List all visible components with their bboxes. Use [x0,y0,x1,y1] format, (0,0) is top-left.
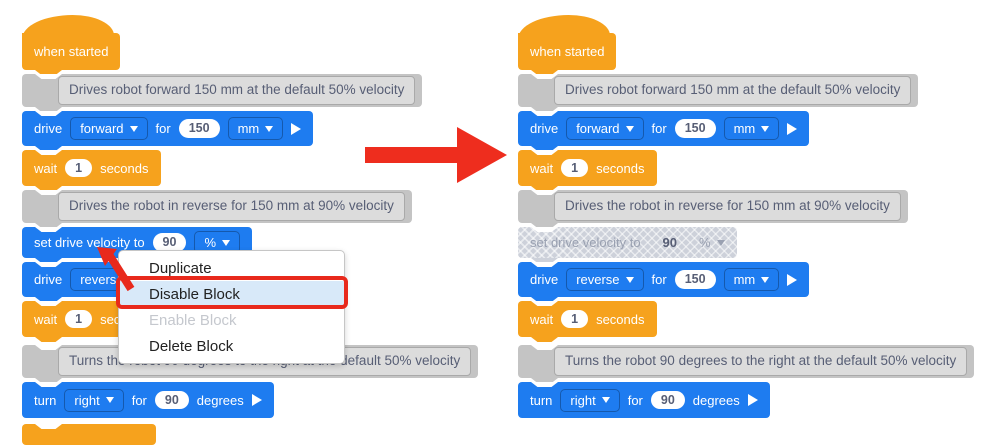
velocity-unit-dropdown: % [699,235,725,250]
drive-forward-block[interactable]: drive forward for 150 mm [518,111,810,146]
play-icon [787,273,798,286]
chevron-down-icon [716,239,725,246]
direction-value: reverse [576,272,620,287]
comment-text[interactable]: Drives the robot in reverse for 150 mm a… [554,192,901,221]
seconds-label: seconds [596,311,645,327]
comment-text[interactable]: Drives robot forward 150 mm at the defau… [554,76,912,105]
distance-input[interactable]: 150 [178,119,220,138]
for-label: for [651,272,667,287]
wait-time-input[interactable]: 1 [65,309,93,329]
chevron-down-icon [105,397,114,403]
for-label: for [131,392,147,408]
turn-label: turn [530,392,553,408]
transition-arrow-icon [365,127,507,183]
turn-direction-dropdown[interactable]: right [64,388,124,412]
clipped-block-edge [22,424,156,445]
drive-reverse-block[interactable]: drive reverse for 150 mm [518,262,810,297]
when-started-block[interactable]: when started [518,33,617,70]
turn-label: turn [34,392,57,408]
wait-time-input[interactable]: 1 [561,309,589,329]
degrees-label: degrees [692,392,740,408]
velocity-value: 90 [662,235,678,250]
play-icon [251,394,262,406]
velocity-input[interactable]: 90 [152,233,187,252]
wait-block[interactable]: wait 1 seconds [22,150,161,186]
wait-block[interactable]: wait 1 seconds [518,301,657,337]
percent-label: % [204,235,217,250]
seconds-label: seconds [596,160,645,176]
chevron-down-icon [625,125,634,132]
chevron-down-icon [601,397,610,403]
wait-label: wait [34,311,58,327]
play-icon [291,122,302,135]
set-velocity-block-disabled[interactable]: set drive velocity to 90 % [518,227,737,258]
distance-input[interactable]: 150 [674,119,716,138]
chevron-down-icon [761,276,770,283]
chevron-down-icon [761,125,770,132]
turn-block[interactable]: turn right for 90 degrees [518,382,770,418]
play-icon [747,394,758,406]
unit-dropdown[interactable]: mm [227,117,284,140]
chevron-down-icon [129,125,138,132]
comment-block[interactable]: Turns the robot 90 degrees to the right … [518,345,975,378]
comment-block[interactable]: Drives robot forward 150 mm at the defau… [518,74,919,107]
direction-value: right [74,392,100,408]
menu-item-duplicate[interactable]: Duplicate [149,259,212,277]
wait-block[interactable]: wait 1 seconds [518,150,657,186]
chevron-down-icon [625,276,634,283]
wait-label: wait [34,160,58,176]
unit-value: mm [237,121,260,136]
annotation-highlight-box [116,276,348,309]
direction-value: right [570,392,596,408]
degrees-label: degrees [196,392,244,408]
comment-text[interactable]: Drives robot forward 150 mm at the defau… [58,76,416,105]
drive-label: drive [34,272,63,287]
direction-value: forward [576,121,620,136]
drive-label: drive [530,121,559,136]
seconds-label: seconds [100,160,149,176]
for-label: for [155,121,171,136]
for-label: for [651,121,667,136]
direction-dropdown[interactable]: forward [70,117,148,140]
turn-block[interactable]: turn right for 90 degrees [22,382,274,418]
unit-dropdown[interactable]: mm [723,268,780,291]
chevron-down-icon [222,239,231,246]
menu-item-delete-block[interactable]: Delete Block [149,337,234,355]
drive-label: drive [530,272,559,287]
direction-value: forward [80,121,124,136]
direction-dropdown[interactable]: reverse [566,268,644,291]
when-started-label: when started [34,44,109,59]
unit-dropdown[interactable]: mm [723,117,780,140]
wait-label: wait [530,160,554,176]
play-icon [787,122,798,135]
wait-time-input[interactable]: 1 [561,158,589,178]
comment-block[interactable]: Drives the robot in reverse for 150 mm a… [518,190,908,223]
drive-label: drive [34,121,63,136]
comment-block[interactable]: Drives robot forward 150 mm at the defau… [22,74,423,107]
comment-block[interactable]: Drives the robot in reverse for 150 mm a… [22,190,412,223]
set-velocity-label: set drive velocity to [34,235,145,250]
when-started-label: when started [530,44,605,59]
comment-text[interactable]: Drives the robot in reverse for 150 mm a… [58,192,405,221]
set-velocity-label: set drive velocity to [530,235,641,250]
direction-dropdown[interactable]: forward [566,117,644,140]
unit-value: mm [733,121,756,136]
menu-item-enable-block: Enable Block [149,311,237,329]
drive-forward-block[interactable]: drive forward for 150 mm [22,111,314,146]
angle-input[interactable]: 90 [650,390,685,410]
wait-time-input[interactable]: 1 [65,158,93,178]
distance-input[interactable]: 150 [674,270,716,289]
chevron-down-icon [265,125,274,132]
wait-label: wait [530,311,554,327]
when-started-block[interactable]: when started [22,33,121,70]
for-label: for [627,392,643,408]
unit-value: mm [733,272,756,287]
angle-input[interactable]: 90 [154,390,189,410]
menu-item-disable-block[interactable]: Disable Block [119,281,344,307]
comment-text[interactable]: Turns the robot 90 degrees to the right … [554,347,968,376]
turn-direction-dropdown[interactable]: right [560,388,620,412]
percent-label: % [699,235,711,250]
